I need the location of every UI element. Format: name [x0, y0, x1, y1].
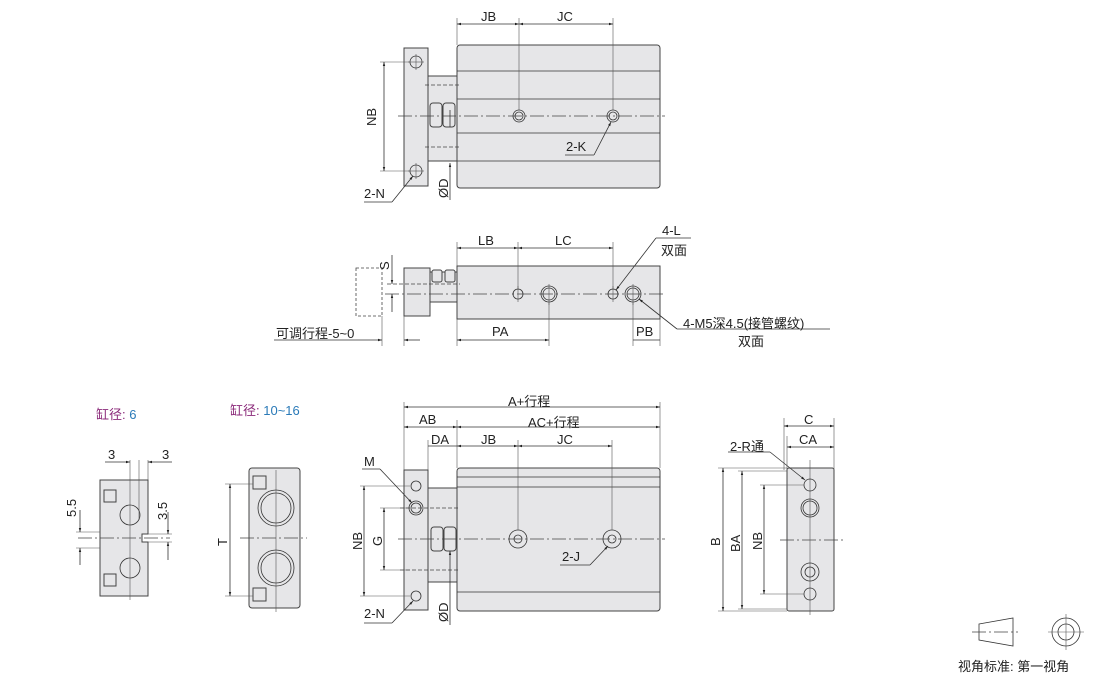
side-view	[274, 237, 830, 346]
dim-pa: PA	[492, 324, 509, 339]
bore-10-16-key: 缸径:	[230, 403, 260, 418]
end-plate-side	[403, 267, 431, 317]
first-angle-projection-icon	[972, 614, 1084, 650]
dim-nb-end: NB	[750, 531, 765, 550]
dim-t: T	[215, 538, 230, 546]
label-2r: 2-R通	[730, 439, 764, 454]
dim-jb-front: JB	[481, 432, 497, 447]
label-2n-top: 2-N	[364, 186, 385, 201]
dim-s: S	[377, 261, 392, 270]
bore-6-title: 缸径: 6	[96, 404, 136, 423]
dim-jc-top: JC	[557, 9, 573, 24]
bore-6-view	[76, 460, 172, 600]
dim-lb: LB	[478, 233, 494, 248]
dim-c: C	[804, 412, 814, 427]
label-m: M	[364, 454, 375, 469]
dim-nb-front: NB	[350, 531, 365, 550]
label-4l: 4-L	[662, 223, 681, 238]
label-2k: 2-K	[566, 139, 587, 154]
bore-6-value: 6	[129, 407, 137, 422]
label-4l-note: 双面	[661, 243, 688, 258]
end-body	[786, 467, 835, 612]
dim-a-stroke: A+行程	[508, 394, 551, 409]
bore-6-key: 缸径:	[96, 407, 126, 422]
top-view	[364, 18, 665, 203]
dim-5-5: 5.5	[64, 498, 79, 517]
label-port: 4-M5深4.5(接管螺纹)	[683, 316, 805, 331]
cylinder-body-side	[456, 265, 661, 320]
dim-ba: BA	[728, 534, 743, 552]
dim-3-left: 3	[108, 447, 116, 462]
dim-jb-top: JB	[481, 9, 497, 24]
dim-ab: AB	[419, 412, 437, 427]
dim-pb: PB	[636, 324, 654, 339]
label-port-note: 双面	[738, 334, 765, 349]
cylinder-body-front	[456, 467, 661, 612]
dim-nb-top: NB	[364, 107, 379, 126]
dim-jc-front: JC	[557, 432, 573, 447]
dim-b: B	[708, 537, 723, 546]
dim-3-5: 3.5	[155, 501, 170, 520]
label-adjust-stroke: 可调行程-5~0	[276, 326, 355, 341]
dim-da: DA	[431, 432, 450, 447]
dim-3-right: 3	[162, 447, 170, 462]
dim-ca: CA	[799, 432, 818, 447]
front-view	[360, 402, 665, 625]
adjust-phantom	[355, 267, 383, 317]
nut-1	[429, 102, 443, 128]
dim-d-front: ØD	[436, 602, 451, 623]
cylinder-body-top	[456, 44, 661, 189]
label-2n-front: 2-N	[364, 606, 385, 621]
dim-g: G	[370, 535, 385, 546]
bore-10-16-view	[225, 467, 307, 612]
bore-10-16-title: 缸径: 10~16	[230, 400, 300, 419]
bore-10-16-value: 10~16	[263, 403, 300, 418]
projection-label: 视角标准: 第一视角	[958, 659, 1070, 674]
end-view	[718, 418, 843, 615]
dim-d-top: ØD	[436, 178, 451, 199]
dim-lc: LC	[555, 233, 572, 248]
nut-2	[442, 102, 456, 128]
label-2j: 2-J	[562, 549, 581, 564]
dim-ac-stroke: AC+行程	[528, 415, 580, 430]
